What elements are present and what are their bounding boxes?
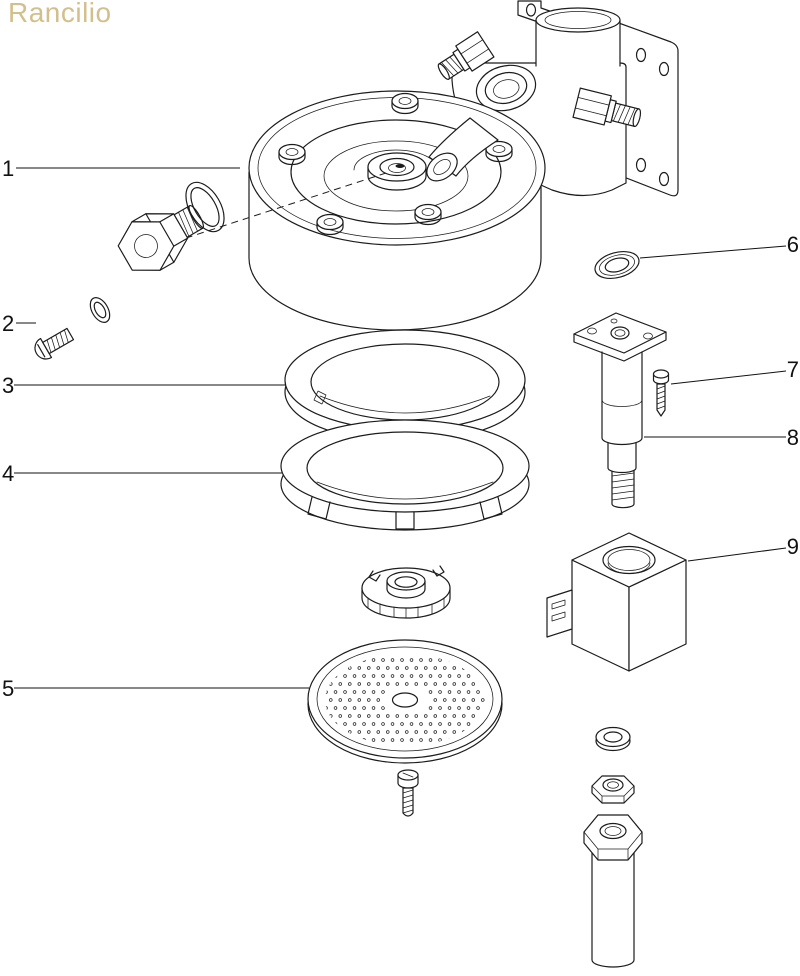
bolt-boss — [316, 213, 344, 236]
left-threaded-nipple — [437, 31, 495, 80]
inlet-port-opening — [475, 64, 537, 112]
part-hex-nut — [591, 775, 635, 804]
bolt-boss — [391, 92, 419, 115]
callout-7-line — [670, 370, 787, 385]
callout-9-line — [687, 547, 787, 562]
coil-connector — [546, 589, 573, 638]
callout-2-label: 2 — [2, 311, 14, 336]
callouts: 1 2 3 4 5 6 7 8 9 — [2, 156, 799, 701]
bolt-boss — [485, 140, 513, 163]
part-hex-plug — [117, 205, 205, 271]
callout-4-label: 4 — [2, 461, 14, 486]
callout-8-label: 8 — [787, 425, 799, 450]
part-o-ring — [185, 181, 225, 233]
bolt-boss — [414, 203, 442, 226]
part-screw — [34, 327, 75, 360]
mounting-plate — [615, 21, 679, 197]
part-seal-washer — [594, 250, 640, 280]
callout-6-label: 6 — [787, 232, 799, 257]
callout-3-label: 3 — [2, 373, 14, 398]
part-inlet-spout — [426, 117, 499, 182]
part-solenoid-coil — [546, 532, 687, 672]
part-valve-body — [573, 312, 667, 509]
bolt-boss — [278, 143, 306, 166]
right-hex-fitting — [572, 87, 642, 128]
brand-logo: Rancilio — [8, 0, 112, 28]
part-screen-screw — [397, 769, 419, 817]
part-diffuser-ring-nut — [361, 565, 451, 619]
part-group-gasket — [284, 329, 526, 443]
part-mounting-ring — [280, 419, 530, 531]
callout-9-label: 9 — [787, 534, 799, 559]
part-flat-washer — [89, 297, 111, 323]
callout-5-label: 5 — [2, 676, 14, 701]
part-coil-washer — [595, 726, 631, 752]
part-inlet-fitting-assembly — [437, 0, 679, 197]
callout-6-line — [639, 245, 787, 259]
part-shower-screen — [307, 639, 503, 764]
part-fitting-tube — [583, 814, 643, 968]
callout-1-label: 1 — [2, 156, 14, 181]
part-valve-screw — [652, 369, 670, 417]
part-group-head-body — [248, 90, 546, 331]
callout-7-label: 7 — [787, 357, 799, 382]
